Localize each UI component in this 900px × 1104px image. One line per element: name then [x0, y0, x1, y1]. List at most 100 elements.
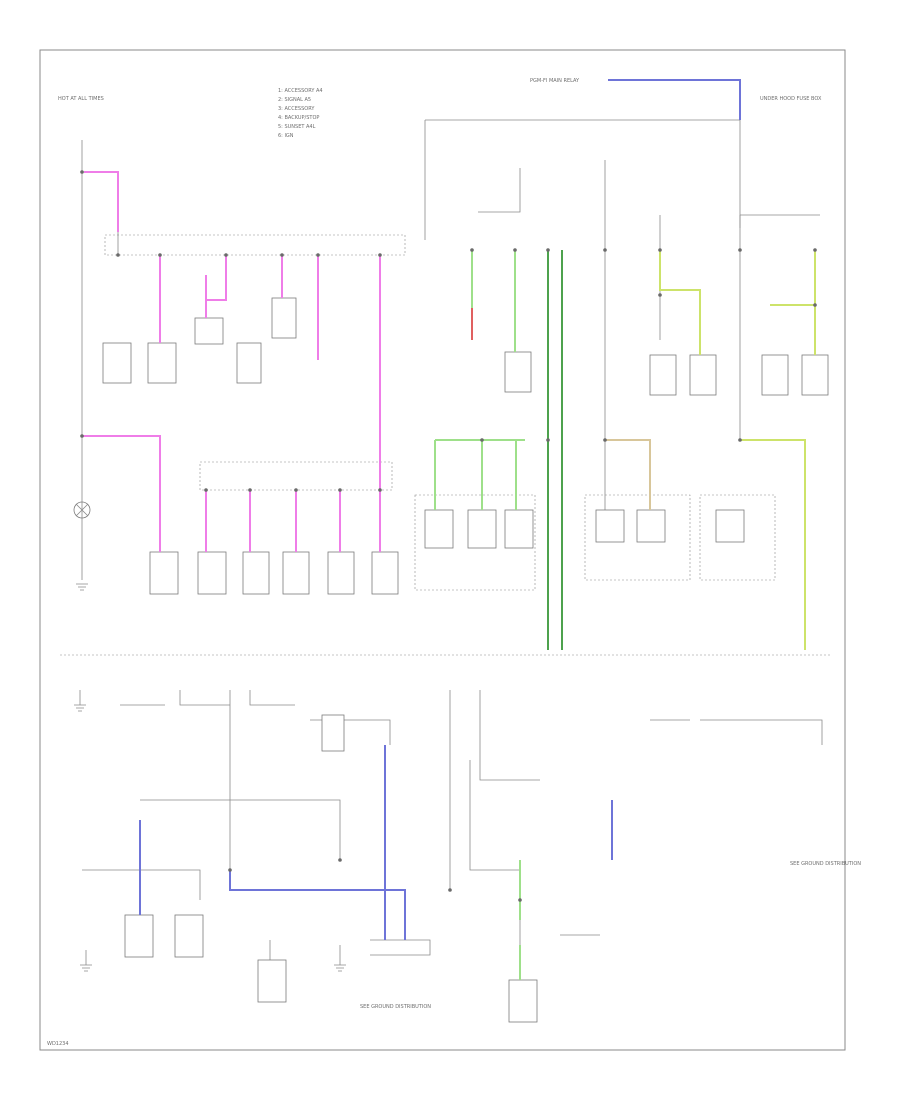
component-box-21 — [636, 509, 666, 543]
wire-blue-27 — [608, 79, 741, 120]
component-box-20 — [595, 509, 625, 543]
component-box-13 — [649, 354, 677, 396]
component-box-24 — [174, 914, 204, 958]
relay-block-right — [699, 494, 776, 581]
component-box-9 — [282, 551, 310, 595]
legend-item-5: 5: SUNSET A4L — [278, 124, 316, 130]
ground-symbol-1 — [74, 690, 86, 712]
legend-item-4: 4: BACKUP/STOP — [278, 115, 319, 121]
connector-dot-5 — [280, 253, 284, 257]
fuse-box-lower-left — [199, 461, 393, 491]
component-box-18 — [467, 509, 497, 549]
bottom-wire-5 — [479, 690, 540, 781]
bottom-wire-2 — [179, 690, 230, 706]
connector-dot-16 — [546, 248, 550, 252]
bottom-right-note: SEE GROUND DISTRIBUTION — [790, 861, 861, 867]
component-box-26 — [508, 979, 538, 1023]
legend-item-3: 3: ACCESSORY — [278, 106, 315, 112]
component-box-22 — [715, 509, 745, 543]
components — [102, 297, 829, 1023]
ground-symbol-4 — [334, 945, 346, 972]
wire-pink-1 — [84, 171, 119, 232]
component-box-14 — [689, 354, 717, 396]
diagram-frame — [39, 49, 846, 1051]
wire-yellow-green-23 — [659, 250, 701, 355]
component-box-4 — [236, 342, 262, 384]
relay-block-left — [414, 494, 536, 591]
wire-yellow-green-26 — [740, 439, 806, 650]
component-box-5 — [271, 297, 297, 339]
connector-dot-2 — [116, 253, 120, 257]
connector-dot-9 — [204, 488, 208, 492]
connector-dot-27 — [338, 858, 342, 862]
source-label-left: HOT AT ALL TIMES — [58, 96, 104, 102]
component-box-8 — [242, 551, 270, 595]
connector-dot-4 — [224, 253, 228, 257]
connector-dot-20 — [813, 248, 817, 252]
feed-branch — [82, 171, 119, 255]
bottom-wire-12 — [469, 760, 520, 871]
connector-dot-17 — [603, 248, 607, 252]
connector-dot-14 — [470, 248, 474, 252]
component-box-12 — [504, 351, 532, 393]
bottom-wire-8 — [140, 799, 341, 860]
bottom-wire-7 — [700, 719, 823, 745]
component-box-1 — [102, 342, 132, 384]
source-label-center: PGM-FI MAIN RELAY — [530, 78, 580, 84]
connector-dot-8 — [80, 434, 84, 438]
connector-dot-3 — [158, 253, 162, 257]
connector-dot-26 — [480, 438, 484, 442]
colored-wires — [82, 79, 816, 980]
connector-dot-10 — [248, 488, 252, 492]
branch-1 — [478, 168, 521, 213]
source-label-right: UNDER HOOD FUSE BOX — [760, 96, 822, 102]
wire-pink-8 — [82, 435, 161, 552]
connector-dot-11 — [294, 488, 298, 492]
connector-dot-18 — [658, 248, 662, 252]
connector-dot-12 — [338, 488, 342, 492]
component-box-10 — [327, 551, 355, 595]
ground-symbol-2 — [76, 583, 88, 591]
connector-dot-28 — [228, 868, 232, 872]
component-box-2 — [147, 342, 177, 384]
component-box-3 — [194, 317, 224, 345]
component-box-23 — [124, 914, 154, 958]
component-box-6 — [149, 551, 179, 595]
connector-dot-13 — [378, 488, 382, 492]
component-box-7 — [197, 551, 227, 595]
bottom-wire-3 — [249, 690, 295, 706]
component-box-27 — [321, 714, 345, 752]
connector-dot-30 — [448, 888, 452, 892]
component-box-16 — [801, 354, 829, 396]
connector-dot-6 — [316, 253, 320, 257]
component-box-17 — [424, 509, 454, 549]
connector-dots — [80, 170, 817, 902]
relay-block-center — [584, 494, 691, 581]
footer-code: WD1234 — [47, 1041, 69, 1047]
legend-item-1: 1: ACCESSORY A4 — [278, 88, 323, 94]
connector-dot-25 — [546, 438, 550, 442]
component-box-19 — [504, 509, 534, 549]
connector-dot-7 — [378, 253, 382, 257]
top-right-bus — [425, 119, 741, 228]
connector-dot-1 — [80, 170, 84, 174]
legend: 1: ACCESSORY A4 2: SIGNAL A5 3: ACCESSOR… — [278, 88, 323, 139]
ground-bus-label: SEE GROUND DISTRIBUTION — [360, 1004, 431, 1010]
legend-item-2: 2: SIGNAL A5 — [278, 97, 311, 103]
legend-item-6: 6: IGN — [278, 133, 294, 139]
wire-tan-32 — [605, 439, 651, 510]
bottom-wire-14 — [370, 939, 431, 956]
connector-dot-24 — [738, 438, 742, 442]
lamp-icon — [73, 501, 91, 519]
connector-dot-29 — [518, 898, 522, 902]
component-box-25 — [257, 959, 287, 1003]
lamp-cross-icon — [75, 503, 89, 517]
wire-pink-4 — [206, 255, 227, 301]
component-box-15 — [761, 354, 789, 396]
connector-dot-19 — [738, 248, 742, 252]
fuse-box-left — [104, 234, 406, 256]
connector-dot-23 — [603, 438, 607, 442]
wire-blue-30 — [229, 870, 406, 940]
